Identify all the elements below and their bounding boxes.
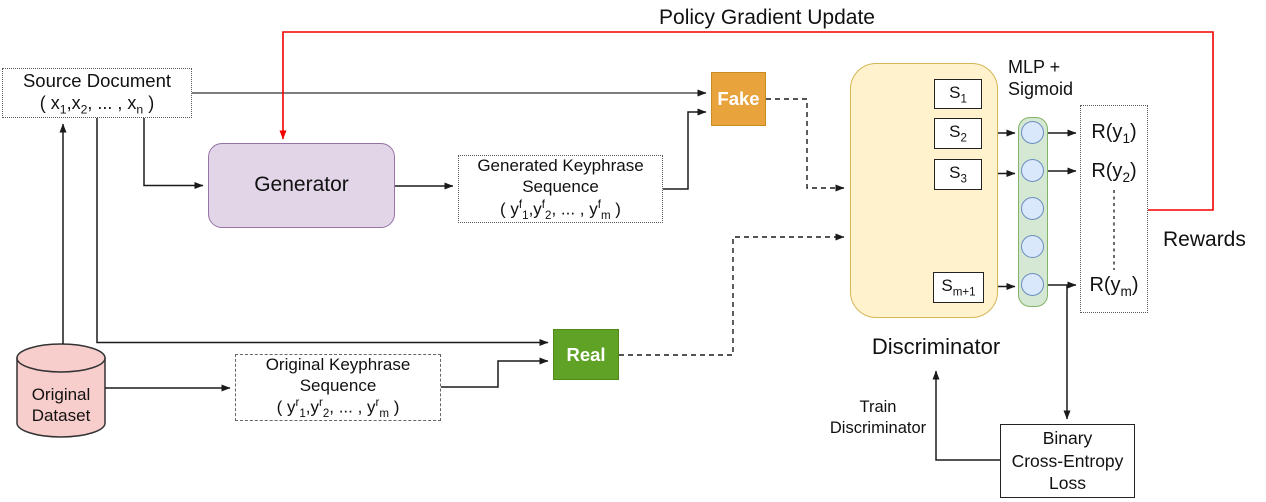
connector-real-to-discriminator [619, 233, 845, 356]
connector-sourcedoc-to-generator [143, 117, 204, 189]
connector-fake-to-discriminator [766, 98, 845, 192]
generated-sequence-box: Generated Keyphrase Sequence ( yf1,yf2, … [458, 155, 663, 223]
original-sequence-formula: ( yr1,yr2, ... , yrm ) [276, 397, 400, 421]
state-s2-box: S2 [934, 118, 982, 149]
rewards-label: Rewards [1163, 228, 1246, 251]
original-dataset-label: Original Dataset [17, 381, 105, 429]
original-sequence-line2: Sequence [299, 375, 377, 395]
state-sm1-label: Sm+1 [941, 276, 976, 299]
generator-label: Generator [254, 173, 349, 197]
policy-gradient-update-label: Policy Gradient Update [659, 6, 875, 29]
state-s2-label: S2 [949, 122, 967, 145]
state-s3-label: S3 [949, 163, 967, 186]
discriminator-label: Discriminator [871, 334, 1001, 359]
connector-genseq-to-fake [663, 108, 707, 190]
bce-loss-line1: Binary [1042, 427, 1093, 448]
reward-rym: R(ym) [1089, 274, 1139, 299]
state-s1-label: S1 [949, 82, 967, 105]
bce-loss-box: Binary Cross-Entropy Loss [1000, 424, 1135, 498]
generated-sequence-formula: ( yf1,yf2, ... , yfm ) [500, 198, 621, 222]
real-box: Real [553, 329, 619, 380]
neuron-1 [1021, 121, 1044, 144]
state-s3-box: S3 [934, 159, 982, 190]
reward-ry2: R(y2) [1091, 160, 1137, 185]
train-discriminator-label: Train Discriminator [818, 397, 938, 439]
train-discriminator-line2: Discriminator [829, 419, 927, 437]
state-s1-box: S1 [934, 79, 982, 109]
neuron-5 [1021, 273, 1044, 296]
neuron-3 [1021, 197, 1044, 220]
bce-loss-line2: Cross-Entropy [1011, 450, 1124, 471]
bce-loss-line3: Loss [1049, 473, 1086, 494]
source-document-formula: ( x1,x2, ... , xn ) [39, 92, 155, 117]
reward-ry1: R(y1) [1091, 121, 1137, 146]
connector-sourcedoc-to-real [96, 117, 549, 346]
real-label: Real [566, 343, 606, 365]
original-dataset-line2: Dataset [31, 406, 91, 425]
train-discriminator-line1: Train [859, 398, 897, 416]
source-document-box: Source Document ( x1,x2, ... , xn ) [2, 68, 192, 118]
connector-policy-gradient-update [279, 31, 1214, 211]
state-sm1-box: Sm+1 [933, 272, 984, 303]
neuron-2 [1021, 159, 1044, 182]
generated-sequence-line2: Sequence [522, 177, 599, 197]
original-sequence-box: Original Keyphrase Sequence ( yr1,yr2, .… [235, 354, 441, 421]
rewards-box [1080, 105, 1148, 313]
mlp-sigmoid-line2: Sigmoid [1008, 79, 1074, 99]
connector-bce-to-discriminator [932, 370, 1000, 461]
source-document-title: Source Document [22, 69, 172, 91]
fake-label: Fake [717, 88, 760, 110]
mlp-sigmoid-line1: MLP + [1008, 57, 1061, 77]
connector-origseq-to-real [441, 357, 549, 388]
fake-box: Fake [711, 72, 766, 126]
mlp-sigmoid-label: MLP + Sigmoid [1008, 56, 1073, 100]
original-dataset-cylinder [16, 343, 106, 438]
generated-sequence-line1: Generated Keyphrase [477, 156, 644, 175]
original-sequence-line1: Original Keyphrase [265, 354, 411, 374]
neuron-4 [1021, 235, 1044, 258]
original-dataset-line1: Original [31, 384, 91, 404]
generator-box: Generator [208, 143, 395, 228]
